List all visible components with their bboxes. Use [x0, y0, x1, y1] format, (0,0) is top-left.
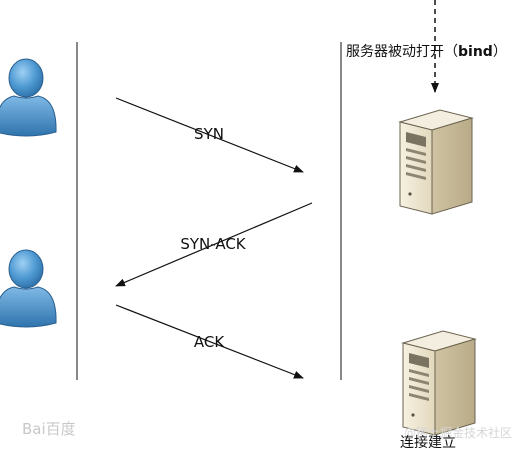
ack-arrow [115, 304, 304, 379]
server-bind-caption: 服务器被动打开（bind） [346, 43, 507, 60]
user-icon [0, 58, 57, 137]
server-icon [399, 109, 473, 215]
syn-arrow [115, 97, 304, 173]
server-icon [402, 330, 476, 436]
juejin-watermark: @稀土掘金技术社区 [404, 425, 512, 440]
syn-ack-arrow [115, 202, 313, 287]
syn-ack-label: SYN-ACK [180, 235, 246, 253]
ack-label: ACK [194, 333, 225, 351]
baidu-watermark: Bai百度 [22, 420, 76, 438]
user-icon [0, 249, 57, 328]
connection-caption: 连接建立 [400, 434, 456, 451]
syn-label: SYN [194, 125, 224, 143]
